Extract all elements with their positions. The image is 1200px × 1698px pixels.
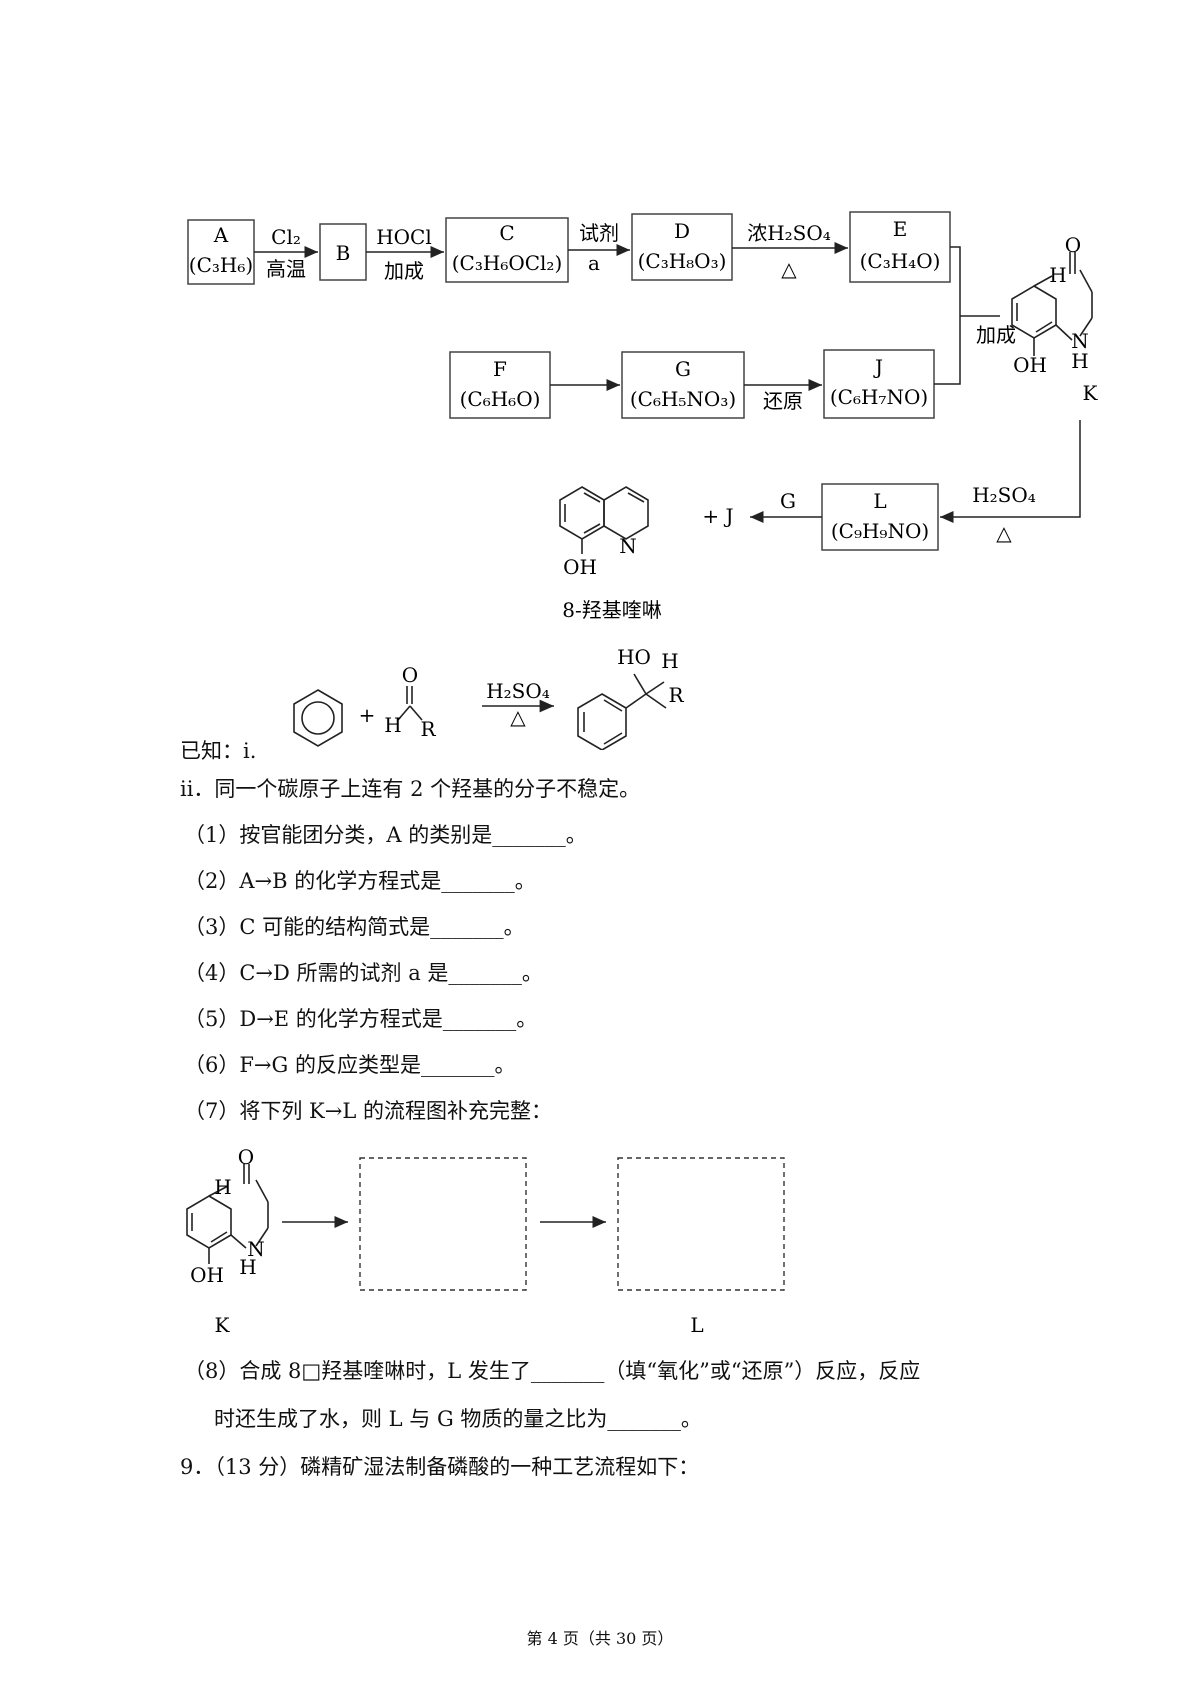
question-9: 9．（13 分）磷精矿湿法制备磷酸的一种工艺流程如下： — [180, 1455, 700, 1479]
K-O: O — [1065, 233, 1081, 257]
product-name: 8-羟基喹啉 — [562, 598, 661, 622]
q7-OH: OH — [190, 1263, 224, 1287]
synthesis-flow-diagram: A (C₃H₆) B C (C₃H₆OCl₂) D (C₃H₈O₃) E (C₃… — [187, 211, 1099, 622]
C-formula: (C₃H₆OCl₂) — [452, 251, 563, 275]
cond-BC-top: HOCl — [376, 225, 432, 249]
box-D — [631, 213, 733, 281]
A-name: A — [213, 223, 229, 247]
F-name: F — [493, 357, 507, 381]
cond-AB-bottom: 高温 — [266, 257, 306, 281]
q7-N: N — [247, 1237, 265, 1261]
question-3: （3）C 可能的结构简式是_______。 — [184, 915, 525, 939]
cond-CD-top: 试剂 — [579, 221, 619, 245]
cond-L-prod: G — [780, 489, 796, 513]
product-HO: HO — [617, 645, 651, 669]
answer-box-1[interactable] — [359, 1157, 527, 1291]
cond-KL-bottom: △ — [996, 521, 1012, 545]
G-name: G — [675, 357, 691, 381]
aldehyde-R: R — [420, 717, 436, 741]
aldehyde-O: O — [402, 663, 418, 687]
answer-box-2[interactable] — [617, 1157, 785, 1291]
cond-BC-bottom: 加成 — [384, 259, 424, 283]
B-name: B — [336, 241, 351, 265]
G-formula: (C₆H₅NO₃) — [630, 387, 736, 411]
cond-CD-bottom: a — [588, 251, 600, 275]
question-7: （7）将下列 K→L 的流程图补充完整： — [184, 1099, 552, 1123]
cond-DE-top: 浓H₂SO₄ — [747, 221, 831, 245]
K-N: N — [1071, 329, 1089, 353]
question-4: （4）C→D 所需的试剂 a 是_______。 — [184, 961, 543, 985]
q7-NH: H — [239, 1255, 256, 1279]
merge-label: 加成 — [976, 323, 1016, 347]
product-H: H — [661, 649, 678, 673]
K-NH: H — [1071, 349, 1088, 373]
D-name: D — [674, 219, 690, 243]
known-reaction-diagram: + O H R H₂SO₄ △ HO H R — [293, 645, 684, 750]
cond-GJ-bottom: 还原 — [763, 389, 803, 413]
K-OH: OH — [1013, 353, 1047, 377]
A-formula: (C₃H₆) — [189, 253, 253, 277]
J-name: J — [873, 355, 883, 379]
K-label: K — [1083, 381, 1099, 405]
q7-flow-diagram: O H N H OH K L — [186, 1145, 785, 1337]
q7-H: H — [214, 1175, 231, 1199]
q7-O: O — [238, 1145, 254, 1169]
L-name: L — [873, 489, 886, 513]
question-6: （6）F→G 的反应类型是_______。 — [184, 1053, 516, 1077]
aldehyde-H: H — [384, 713, 401, 737]
J-formula: (C₆H₇NO) — [830, 385, 928, 409]
q7-K-label: K — [215, 1313, 231, 1337]
E-name: E — [893, 217, 908, 241]
quinoline-OH: OH — [563, 555, 597, 579]
question-5: （5）D→E 的化学方程式是_______。 — [184, 1007, 538, 1031]
question-8-line2: 时还生成了水，则 L 与 G 物质的量之比为_______。 — [214, 1407, 702, 1431]
L-formula: (C₉H₉NO) — [831, 519, 929, 543]
K-H: H — [1049, 263, 1066, 287]
known-cond-top: H₂SO₄ — [486, 679, 550, 703]
question-2: （2）A→B 的化学方程式是_______。 — [184, 869, 536, 893]
q7-L-label: L — [690, 1313, 703, 1337]
product-plus-J: + J — [702, 504, 733, 528]
q7-K-structure — [186, 1164, 269, 1264]
cond-KL-top: H₂SO₄ — [972, 483, 1036, 507]
known-cond-bottom: △ — [510, 705, 526, 729]
hydroxyquinoline-structure — [559, 486, 649, 554]
C-name: C — [499, 221, 514, 245]
cond-AB-top: Cl₂ — [271, 225, 301, 249]
E-formula: (C₃H₄O) — [860, 249, 941, 273]
F-formula: (C₆H₆O) — [460, 387, 541, 411]
page-footer: 第 4 页（共 30 页） — [526, 1629, 674, 1648]
known-ii: ii．同一个碳原子上连有 2 个羟基的分子不稳定。 — [180, 777, 641, 801]
product-R: R — [668, 683, 684, 707]
question-1: （1）按官能团分类，A 的类别是_______。 — [184, 823, 587, 847]
K-structure — [1011, 252, 1093, 356]
known-plus: + — [359, 703, 376, 727]
cond-DE-bottom: △ — [781, 257, 797, 281]
D-formula: (C₃H₈O₃) — [638, 249, 727, 273]
known-prefix: 已知：i. — [180, 739, 257, 763]
quinoline-N: N — [619, 534, 637, 558]
question-8-line1: （8）合成 8□羟基喹啉时，L 发生了_______（填“氧化”或“还原”）反应… — [184, 1359, 921, 1383]
